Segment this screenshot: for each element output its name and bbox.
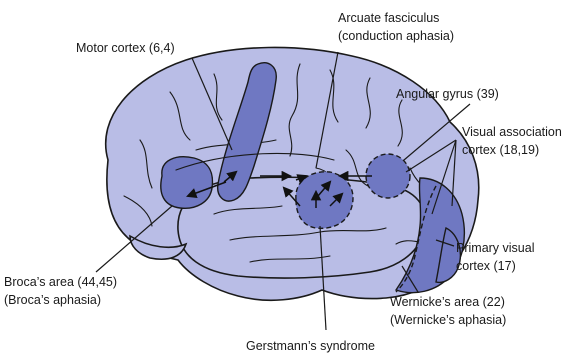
label-visual-assoc-1: Visual association	[462, 125, 562, 139]
angular-gyrus-region	[366, 154, 410, 198]
label-arcuate-2: (conduction aphasia)	[338, 29, 454, 43]
label-motor-cortex: Motor cortex (6,4)	[76, 41, 175, 55]
label-arcuate-1: Arcuate fasciculus	[338, 11, 439, 25]
label-visual-assoc-2: cortex (18,19)	[462, 143, 539, 157]
label-wernicke-1: Wernicke’s area (22)	[390, 295, 505, 309]
label-broca-2: (Broca’s aphasia)	[4, 293, 101, 307]
label-primary-visual-2: cortex (17)	[456, 259, 516, 273]
label-gerstmann: Gerstmann’s syndrome	[246, 339, 375, 353]
label-angular-gyrus: Angular gyrus (39)	[396, 87, 499, 101]
label-broca-1: Broca’s area (44,45)	[4, 275, 117, 289]
wernickes-area-region	[296, 172, 353, 229]
brocas-area-region	[161, 157, 213, 209]
label-primary-visual-1: Primary visual	[456, 241, 535, 255]
label-wernicke-2: (Wernicke’s aphasia)	[390, 313, 506, 327]
